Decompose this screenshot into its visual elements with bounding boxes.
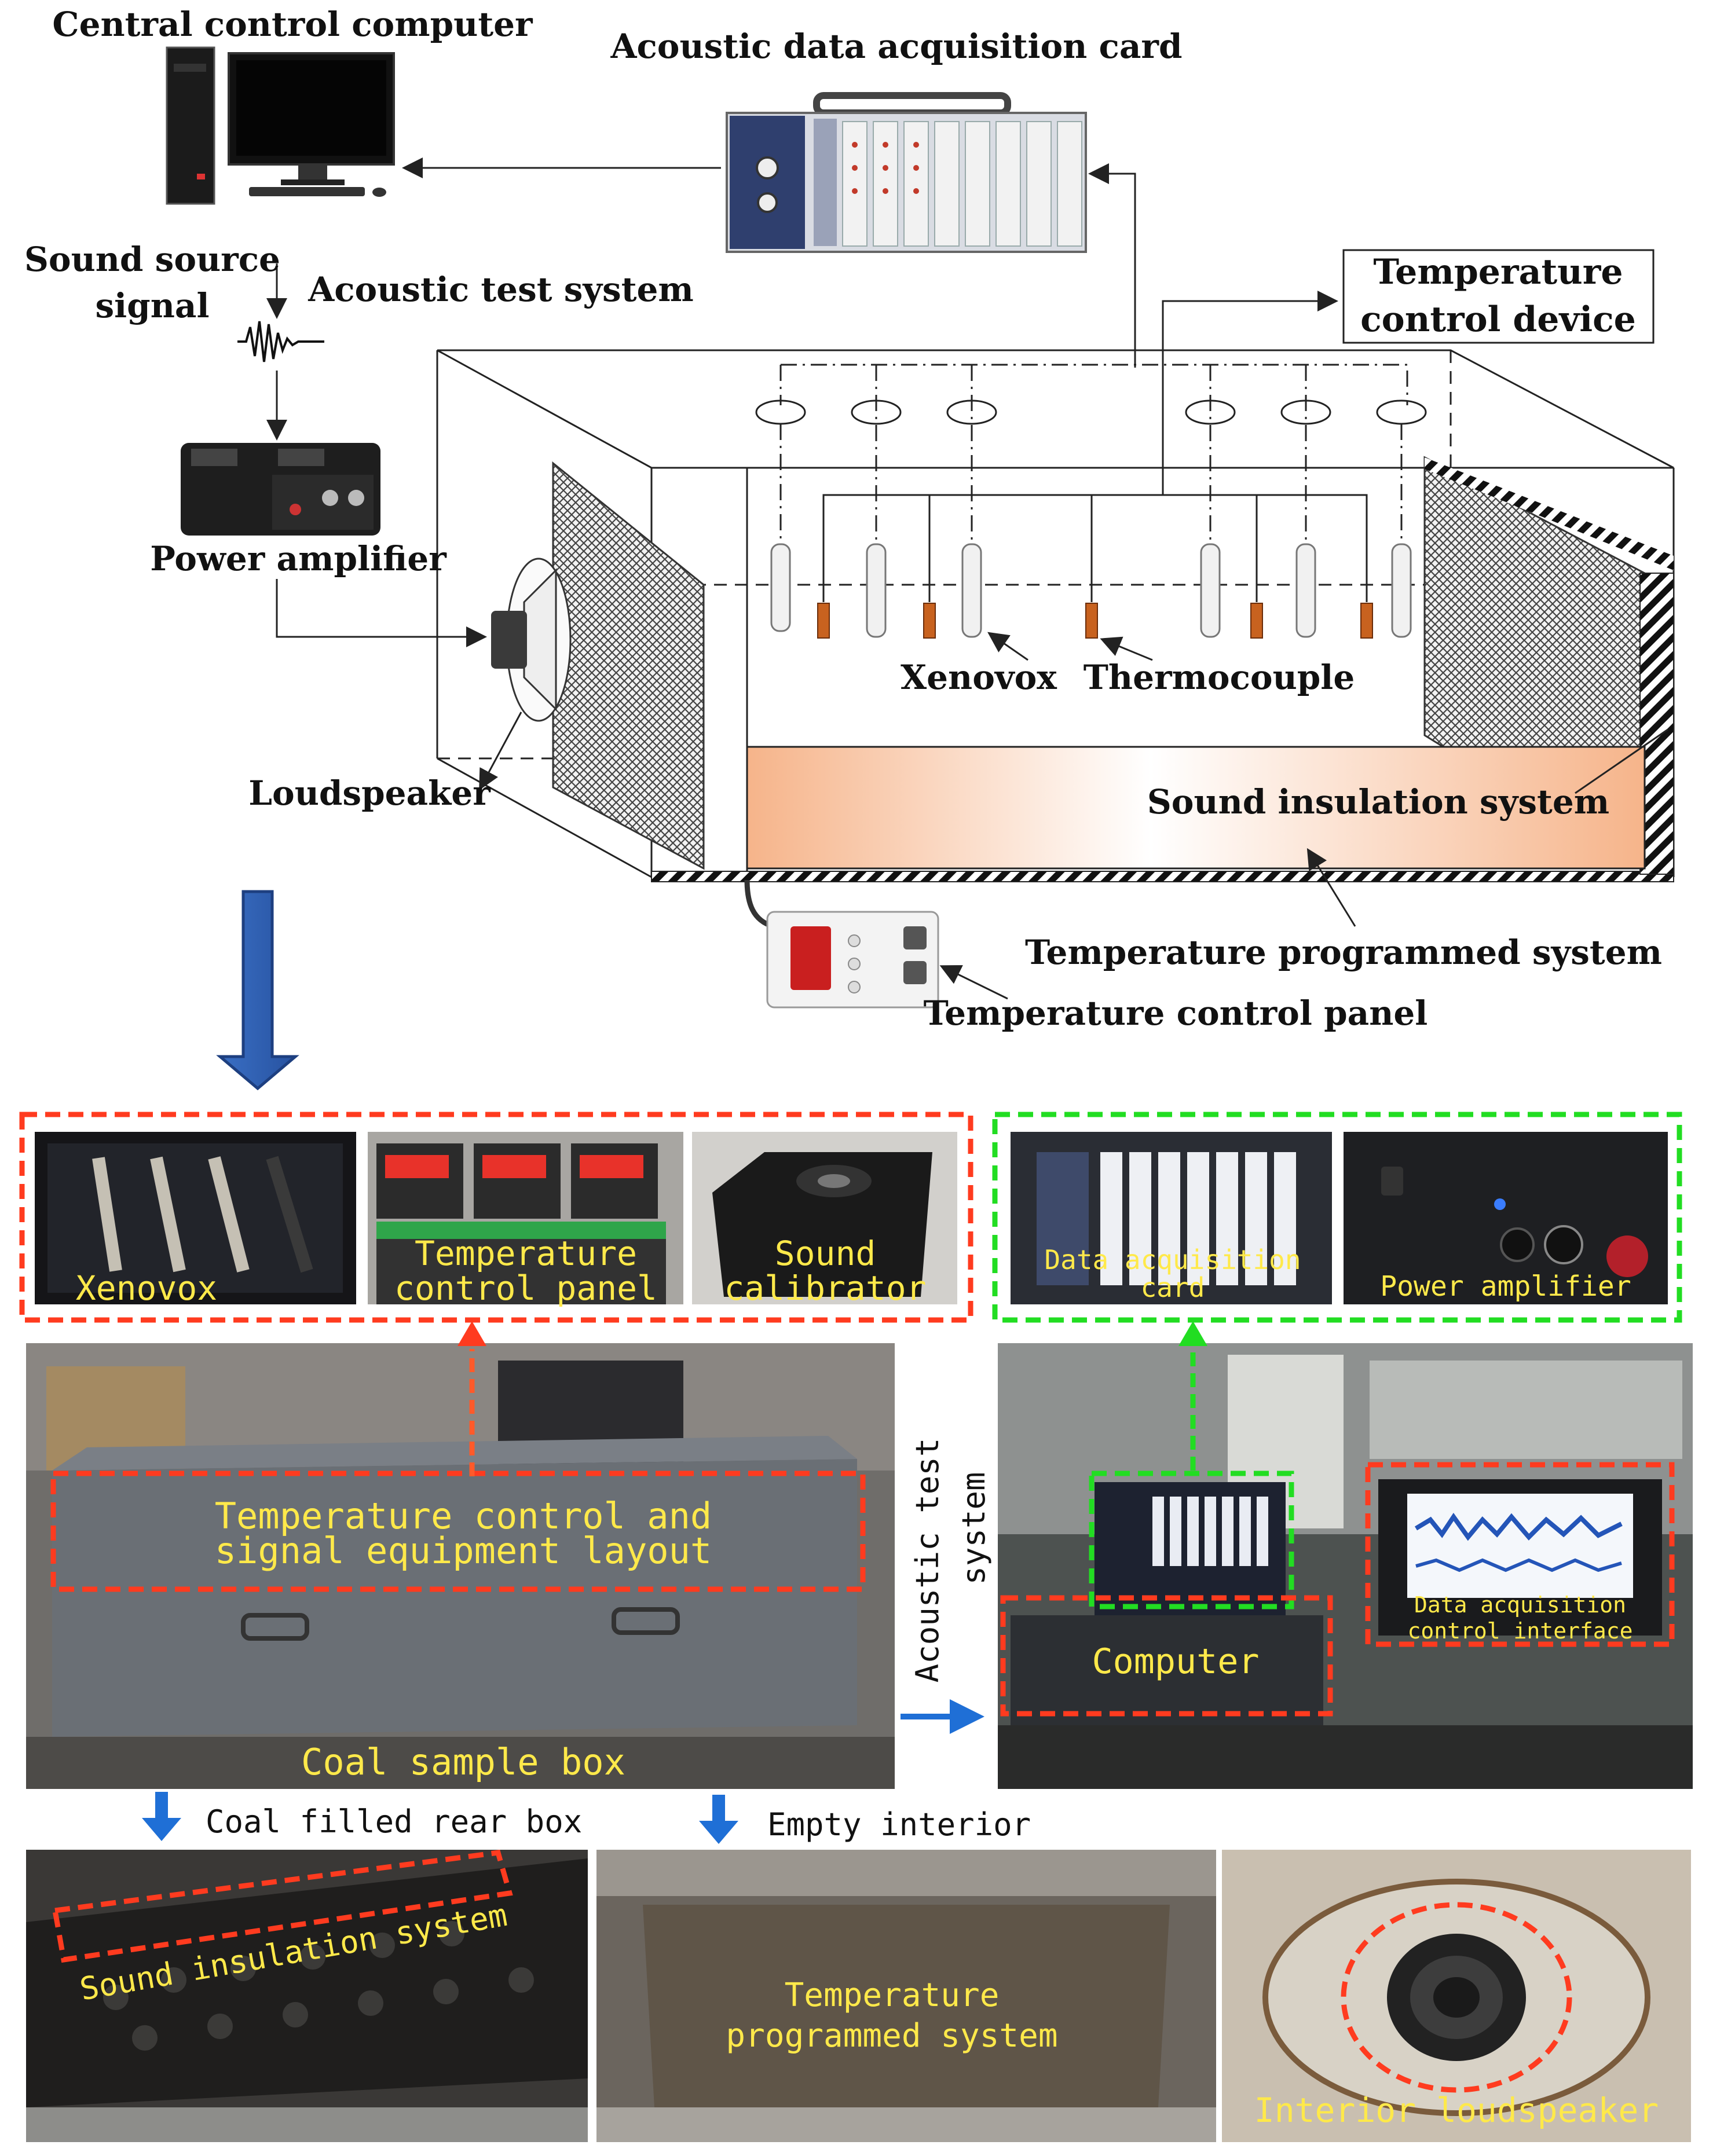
photo-label-calibrator-1: Sound: [775, 1234, 876, 1273]
green-group-frame: [992, 1112, 1682, 1323]
photo-empty-interior: [596, 1850, 1216, 2142]
arrow-down-small-icon-1: [142, 1792, 181, 1841]
computer-icon: [166, 46, 395, 205]
photo-label-interior-speaker: Interior loudspeaker: [1254, 2091, 1659, 2130]
thermocouple-array: [817, 494, 1373, 639]
computer-frame: [1000, 1595, 1333, 1717]
photo-label-daq-interface-2: control interface: [1408, 1618, 1633, 1644]
label-temp-control-panel: Temperature control panel: [924, 993, 1428, 1033]
temperature-control-panel-icon: [766, 911, 939, 1009]
heater-plate: [746, 746, 1646, 870]
photo-label-temp-panel-1: Temperature: [415, 1234, 637, 1273]
label-temp-programmed: Temperature programmed system: [1025, 933, 1662, 972]
label-acoustic-test-system: Acoustic test system: [308, 270, 694, 309]
microphone-probes: [770, 543, 1412, 638]
photo-label-temp-prog-2: programmed system: [726, 2017, 1057, 2055]
speaker-highlight: [1341, 1902, 1572, 2093]
photo-label-layout-1: Temperature control and: [215, 1495, 712, 1537]
insulation-frame: [52, 1850, 513, 1963]
arrow-up-green-icon: [1178, 1321, 1207, 1346]
acquisition-card-icon: [726, 92, 1087, 253]
photo-daq-card: [1011, 1132, 1332, 1304]
photo-label-temp-panel-2: control panel: [394, 1268, 657, 1308]
temp-control-device-label-1: Temperature: [1373, 252, 1623, 292]
photo-coal-filled: [26, 1850, 588, 2142]
layout-frame: [50, 1471, 866, 1592]
caption-coal-filled: Coal filled rear box: [206, 1803, 582, 1840]
photo-label-computer: Computer: [1092, 1641, 1260, 1682]
photo-label-coal-box: Coal sample box: [301, 1741, 625, 1783]
label-loudspeaker: Loudspeaker: [248, 773, 491, 813]
photo-label-xenovox: Xenovox: [76, 1268, 217, 1308]
photo-interior-loudspeaker: [1222, 1850, 1691, 2142]
caption-empty-interior: Empty interior: [767, 1806, 1031, 1843]
red-group-frame: [19, 1112, 973, 1323]
big-down-arrow-icon: [216, 890, 299, 1091]
xenovox-array: [755, 364, 1427, 544]
photo-sound-calibrator: [692, 1132, 957, 1304]
photo-label-daq-card-1: Data acquisition: [1044, 1244, 1301, 1275]
left-mesh-panel: [552, 461, 705, 870]
arrow-up-red-icon: [457, 1321, 486, 1346]
temp-control-device-label-2: control device: [1360, 299, 1636, 340]
label-acoustic-system-1: Acoustic test: [909, 1438, 946, 1683]
daq-interface-frame: [1365, 1462, 1675, 1647]
label-central-computer: Central control computer: [52, 5, 533, 44]
photo-xenovox: [35, 1132, 356, 1304]
temp-control-device-box: [1342, 249, 1655, 344]
label-sound-source-1: Sound source: [24, 240, 280, 279]
photo-label-power-amp: Power amplifier: [1380, 1270, 1631, 1303]
photo-power-amp: [1344, 1132, 1668, 1304]
photo-label-temp-prog-1: Temperature: [785, 1977, 1000, 2014]
photo-label-calibrator-2: calibrator: [724, 1268, 926, 1308]
label-sound-source-2: signal: [95, 286, 209, 325]
waveform-icon: [237, 321, 324, 362]
photo-acoustic-system: [998, 1343, 1693, 1789]
photo-temp-panel: [368, 1132, 683, 1304]
label-sound-insulation: Sound insulation system: [1147, 782, 1609, 822]
label-thermocouple: Thermocouple: [1084, 658, 1355, 697]
label-xenovox: Xenovox: [901, 658, 1057, 697]
photo-label-layout-2: signal equipment layout: [215, 1530, 712, 1572]
label-acq-card: Acoustic data acquisition card: [610, 27, 1182, 66]
power-amplifier-icon: [181, 443, 380, 536]
photo-label-daq-interface-1: Data acquisition: [1414, 1592, 1626, 1618]
green-device-frame: [1089, 1471, 1294, 1609]
photo-coal-sample-box: [26, 1343, 895, 1789]
loudspeaker-icon: [491, 558, 572, 722]
label-acoustic-system-2: system: [956, 1472, 992, 1585]
photo-label-daq-card-2: card: [1141, 1272, 1205, 1303]
label-power-amplifier: Power amplifier: [150, 539, 447, 578]
arrow-down-small-icon-2: [699, 1795, 738, 1844]
